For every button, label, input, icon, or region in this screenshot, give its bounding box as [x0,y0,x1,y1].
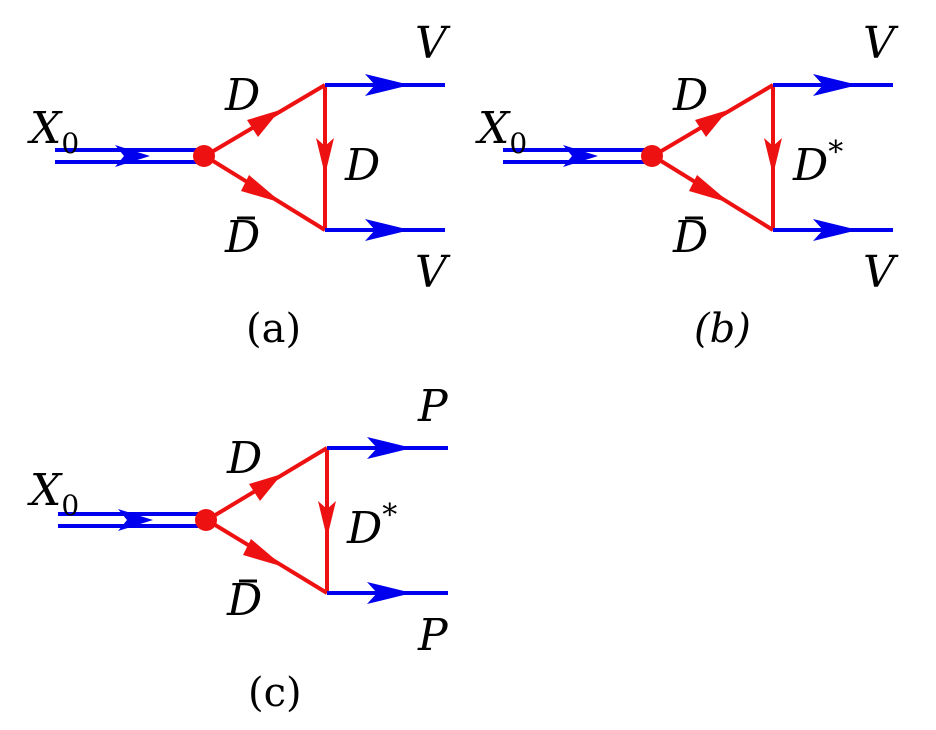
caption: (c) [248,670,302,716]
svg-text:D: D [224,212,260,263]
lower-internal-label: D [226,575,262,626]
svg-text:D: D [672,212,708,263]
lower-outgoing-arrow [367,582,412,604]
caption: (a) [246,306,301,352]
incoming-double-line [58,509,207,531]
svg-text:D: D [226,575,262,626]
incoming-arrow [118,509,153,531]
incoming-label: X0 [27,103,79,160]
lower-internal-arrow [243,539,284,567]
vertex-dot [641,145,663,167]
upper-outgoing-label: P [417,381,449,432]
incoming-double-line [503,145,653,167]
vertex-dot [195,509,217,531]
upper-outgoing-arrow [813,74,858,96]
upper-outgoing-arrow [367,437,412,459]
diagram-a: X0 D D D V V (a) [27,18,451,352]
upper-internal-label: D [226,433,262,484]
lower-internal-label: D [672,212,708,263]
vertex-dot [193,145,215,167]
upper-internal-label: D [224,70,260,121]
lower-outgoing-arrow [365,219,410,241]
lower-outgoing-label: V [863,247,899,298]
upper-internal-arrow [247,110,280,137]
upper-outgoing-arrow [365,74,410,96]
lower-internal-arrow [689,175,730,203]
exchange-label: D* [792,135,843,191]
upper-internal-arrow [249,474,282,501]
exchange-arrow [318,501,336,538]
diagram-c: X0 D D D* P P (c) [27,381,449,716]
lower-internal-arrow [241,175,282,203]
upper-outgoing-label: V [415,18,451,69]
incoming-label: X0 [27,465,79,522]
diagram-b: X0 D D D* V V (b) [475,18,899,352]
exchange-label: D* [346,498,397,554]
exchange-arrow [316,138,334,175]
incoming-arrow [563,145,598,167]
upper-internal-label: D [672,70,708,121]
exchange-arrow [764,138,782,175]
lower-outgoing-label: V [415,247,451,298]
lower-internal-label: D [224,212,260,263]
upper-outgoing-label: V [863,18,899,69]
exchange-label: D [344,140,380,191]
incoming-label: X0 [475,103,527,160]
upper-internal-arrow [695,110,728,137]
incoming-arrow [115,145,150,167]
caption: (b) [694,306,751,352]
lower-outgoing-label: P [417,610,449,661]
lower-outgoing-arrow [813,219,858,241]
incoming-double-line [55,145,205,167]
